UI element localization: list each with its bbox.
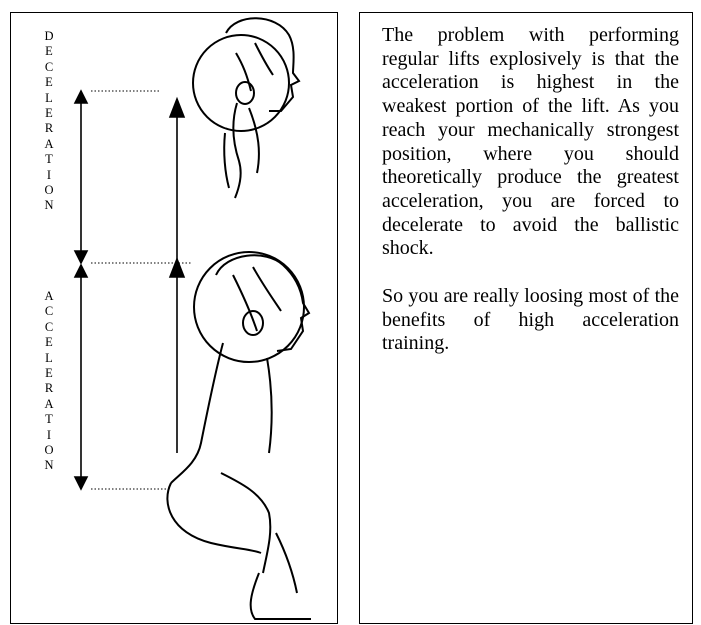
deceleration-letter: E — [45, 44, 53, 59]
acceleration-letter: I — [46, 427, 52, 442]
acceleration-letter: C — [44, 304, 54, 319]
acceleration-letter: A — [44, 289, 54, 303]
acceleration-letter: C — [44, 319, 54, 334]
bar-path-arrow — [168, 96, 186, 453]
acceleration-letter: L — [45, 350, 53, 365]
acceleration-letter: T — [45, 412, 53, 427]
bottom-lifter — [166, 251, 311, 620]
deceleration-letter: N — [44, 198, 54, 213]
paragraph-1: The problem with performing regular lift… — [382, 24, 679, 260]
deceleration-letter: E — [45, 75, 53, 90]
top-lifter — [192, 17, 301, 199]
dotted-guides — [91, 90, 191, 490]
acceleration-letter: O — [44, 443, 54, 458]
phase-arrows — [73, 89, 89, 491]
acceleration-letter: R — [44, 381, 54, 396]
deceleration-letter: L — [45, 90, 53, 105]
deceleration-letter: C — [44, 59, 54, 74]
deceleration-letter: R — [44, 121, 54, 136]
deceleration-letter: I — [46, 167, 52, 182]
explanation-panel: The problem with performing regular lift… — [359, 12, 693, 624]
deceleration-letter: O — [44, 183, 54, 198]
squat-lifter-illustration — [73, 17, 311, 620]
deceleration-letter: E — [45, 106, 53, 121]
acceleration-letter: A — [44, 396, 54, 411]
paragraph-2: So you are really loosing most of the be… — [382, 285, 679, 355]
deceleration-letter: D — [44, 29, 54, 43]
deceleration-letter: A — [44, 136, 54, 151]
acceleration-letter: E — [45, 366, 53, 381]
deceleration-letter: T — [45, 152, 53, 167]
acceleration-letter: E — [45, 335, 53, 350]
acceleration-letter: N — [44, 458, 54, 473]
